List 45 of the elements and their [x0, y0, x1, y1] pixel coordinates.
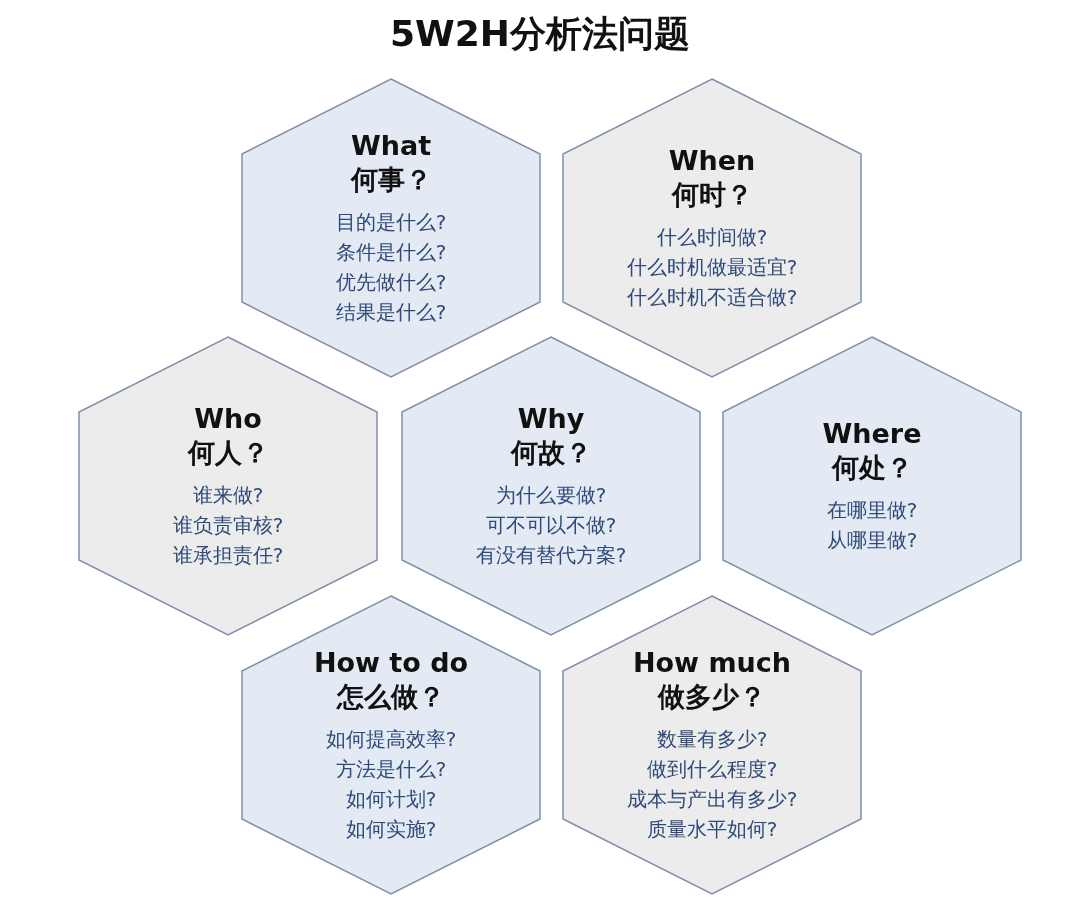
title: 5W2H分析法问题	[389, 12, 691, 56]
question-text: 为什么要做?	[495, 482, 607, 509]
subheading: 何事？	[350, 163, 432, 197]
question-text: 目的是什么?	[335, 209, 447, 236]
question-text: 条件是什么?	[335, 239, 447, 266]
question-text: 什么时机不适合做?	[626, 284, 798, 311]
hexagon	[722, 336, 1022, 636]
question-text: 质量水平如何?	[646, 816, 778, 843]
question-text: 做到什么程度?	[646, 756, 778, 783]
question-text: 有没有替代方案?	[475, 542, 627, 569]
question-text: 如何提高效率?	[325, 726, 457, 753]
question-text: 方法是什么?	[335, 756, 447, 783]
heading: Why	[517, 402, 585, 436]
heading: What	[350, 129, 432, 163]
subheading: 怎么做？	[337, 680, 445, 714]
hexagon	[78, 336, 378, 636]
question-text: 如何计划?	[345, 786, 437, 813]
heading: How to do	[313, 646, 469, 680]
heading: Where	[822, 417, 922, 451]
question-text: 从哪里做?	[826, 527, 918, 554]
question-text: 在哪里做?	[826, 497, 918, 524]
question-text: 谁承担责任?	[172, 542, 284, 569]
hexagon	[562, 595, 862, 895]
question-text: 什么时间做?	[656, 224, 768, 251]
question-text: 如何实施?	[345, 816, 437, 843]
subheading: 何人？	[187, 436, 269, 470]
question-text: 谁来做?	[192, 482, 264, 509]
question-text: 可不可以不做?	[485, 512, 617, 539]
question-text: 优先做什么?	[335, 269, 447, 296]
heading: How much	[632, 646, 792, 680]
heading: Who	[194, 402, 262, 436]
subheading: 何时？	[671, 178, 753, 212]
question-text: 什么时机做最适宜?	[626, 254, 798, 281]
question-text: 谁负责审核?	[172, 512, 284, 539]
subheading: 何处？	[831, 451, 913, 485]
heading: When	[668, 144, 756, 178]
hexagon	[241, 595, 541, 895]
question-text: 数量有多少?	[656, 726, 768, 753]
hexagon	[241, 78, 541, 378]
question-text: 结果是什么?	[335, 299, 447, 326]
hexagon	[401, 336, 701, 636]
subheading: 做多少？	[658, 680, 766, 714]
hexagon	[562, 78, 862, 378]
subheading: 何故？	[510, 436, 592, 470]
question-text: 成本与产出有多少?	[626, 786, 798, 813]
